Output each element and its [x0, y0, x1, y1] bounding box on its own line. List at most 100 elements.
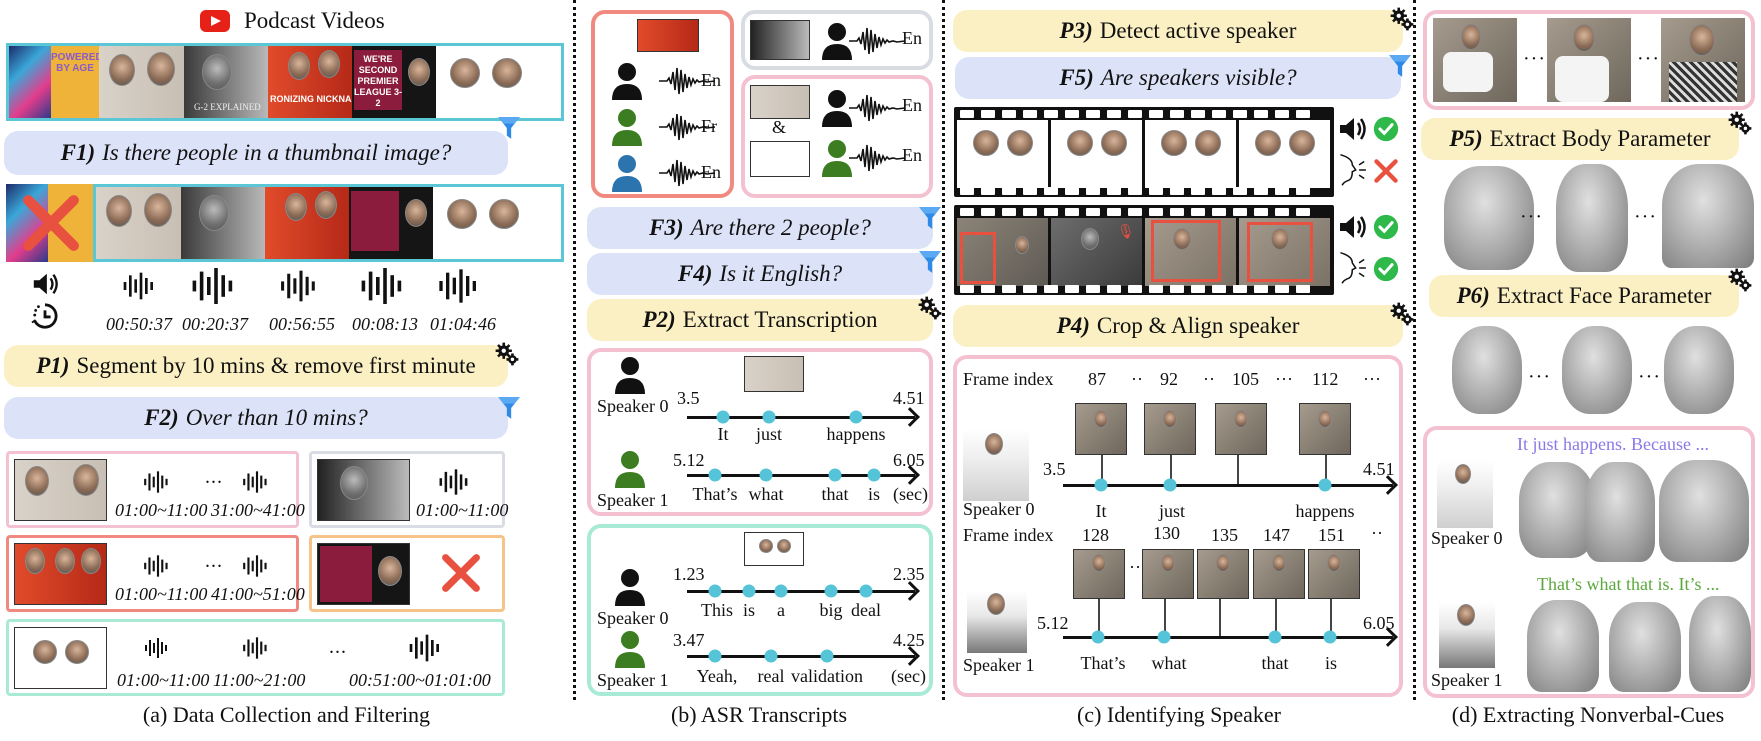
utterance: It just happens. Because ...	[1517, 434, 1709, 454]
filter-f3: F3)Are there 2 people?	[587, 207, 933, 249]
duration: 00:50:37	[106, 314, 172, 334]
thumbnail: WE'RE SECOND PREMIER LEAGUE 3-2	[352, 46, 436, 118]
audio-waveform-icon	[142, 464, 174, 500]
thumbnail-strip	[93, 184, 564, 262]
thumbnail-strip: POWERED BY AGE G-2 EXPLAINED RONIZING NI…	[6, 43, 564, 121]
word: deal	[851, 600, 881, 620]
word-marker	[828, 468, 842, 482]
frame-separator: ··	[1131, 369, 1143, 389]
panel-divider	[1413, 0, 1416, 700]
speaker-label: Speaker 0	[963, 499, 1035, 519]
audio-waveform-icon	[121, 268, 161, 304]
gears-icon	[1727, 267, 1753, 293]
body-mesh	[1659, 460, 1749, 562]
language-label: En	[902, 28, 922, 48]
word-marker	[764, 649, 778, 663]
segment-range: 01:00~11:00	[115, 500, 208, 520]
person-icon	[613, 450, 647, 488]
segment-range: 11:00~21:00	[213, 670, 306, 690]
waveform-icon	[849, 93, 905, 123]
word-marker	[708, 468, 722, 482]
word: real	[757, 666, 785, 686]
step-text: Is there people in a thumbnail image?	[102, 140, 452, 165]
language-group: En	[741, 10, 933, 70]
nonverbal-results: It just happens. Because ... Speaker 0 T…	[1423, 426, 1755, 698]
segment-range: 01:00~11:00	[117, 670, 210, 690]
video-thumbnail	[750, 141, 810, 177]
end-time: 4.51	[893, 388, 925, 408]
panel-divider	[942, 0, 945, 700]
gears-icon	[1727, 110, 1753, 136]
word-marker	[1323, 630, 1337, 644]
video-thumbnail	[14, 627, 107, 689]
video-frame	[1145, 120, 1236, 188]
word: just	[755, 424, 783, 444]
caption-c: (c) Identifying Speaker	[1076, 702, 1282, 727]
segment-range: 01:00~11:00	[115, 584, 208, 604]
ellipsis: ···	[1528, 366, 1551, 388]
step-text: Detect active speaker	[1099, 18, 1297, 43]
filmstrip	[954, 107, 1334, 197]
step-tag: P3)	[1059, 18, 1093, 43]
step-tag: F3)	[649, 215, 684, 240]
frame-index: 92	[1160, 369, 1178, 389]
caption-b: (b) ASR Transcripts	[670, 702, 848, 727]
word-marker	[708, 649, 722, 663]
talking-head-icon	[1337, 152, 1371, 188]
word: It	[1095, 501, 1107, 521]
word-marker	[820, 649, 834, 663]
segment-range: 31:00~41:00	[211, 500, 305, 520]
end-time: 4.51	[1363, 459, 1395, 479]
word: That’s	[1080, 653, 1126, 673]
start-time: 3.47	[673, 630, 705, 650]
person-icon	[610, 62, 644, 100]
frame-separator: ···	[1363, 369, 1381, 389]
duration: 00:08:13	[352, 314, 418, 334]
waveform-icon	[849, 143, 905, 173]
transcript-card: Speaker 0 1.23 2.35 This is a big deal S…	[587, 524, 933, 696]
video-thumbnail	[637, 19, 699, 52]
step-text: Are speakers visible?	[1100, 65, 1297, 90]
body-mesh	[1527, 600, 1599, 692]
transcript-card: Speaker 0 3.5 4.51 It just happens Speak…	[587, 348, 933, 516]
frame-index-label: Frame index	[963, 369, 1054, 389]
face-mesh	[1664, 326, 1734, 414]
language-label: En	[701, 70, 721, 90]
process-p5: P5)Extract Body Parameter	[1421, 118, 1739, 160]
word: is	[742, 600, 756, 620]
ellipsis: ...	[329, 636, 347, 658]
word-marker	[849, 410, 863, 424]
step-tag: F2)	[144, 405, 179, 430]
body-mesh	[1662, 164, 1754, 268]
step-text: Segment by 10 mins & remove first minute	[76, 353, 476, 378]
frame-index: 130	[1153, 523, 1180, 543]
segment-card: ... 01:00~11:00 11:00~21:00 00:51:00~01:…	[6, 619, 505, 696]
language-label: En	[701, 162, 721, 182]
check-icon	[1373, 214, 1399, 240]
frame-link	[1098, 599, 1100, 637]
ellipsis: ···	[1523, 48, 1546, 70]
frame-link	[1164, 599, 1166, 637]
video-frame: 🎙	[1051, 218, 1142, 286]
alignment-card: Frame index 87 ·· 92 ·· 105 ··· 112 ··· …	[953, 355, 1403, 697]
audio-waveform-icon	[437, 464, 475, 500]
word-marker	[1163, 478, 1177, 492]
word-marker	[762, 410, 776, 424]
end-time: 2.35	[893, 564, 925, 584]
person-icon	[613, 630, 647, 668]
cropped-frame	[1661, 18, 1745, 102]
duration: 00:56:55	[269, 314, 335, 334]
segment-range: 01:00~11:00	[416, 500, 509, 520]
body-mesh	[1609, 602, 1681, 692]
thumbnail	[99, 46, 184, 118]
step-text: Extract Body Parameter	[1489, 126, 1711, 151]
speaker-icon	[31, 270, 59, 298]
word-marker	[824, 584, 838, 598]
person-icon	[613, 568, 647, 606]
thumbnail: RONIZING NICKNA	[268, 46, 352, 118]
frame-separator: ··	[1371, 523, 1383, 543]
filter-icon	[496, 115, 522, 141]
word-marker	[867, 468, 881, 482]
filter-icon	[496, 395, 522, 421]
step-text: Extract Transcription	[682, 307, 878, 332]
